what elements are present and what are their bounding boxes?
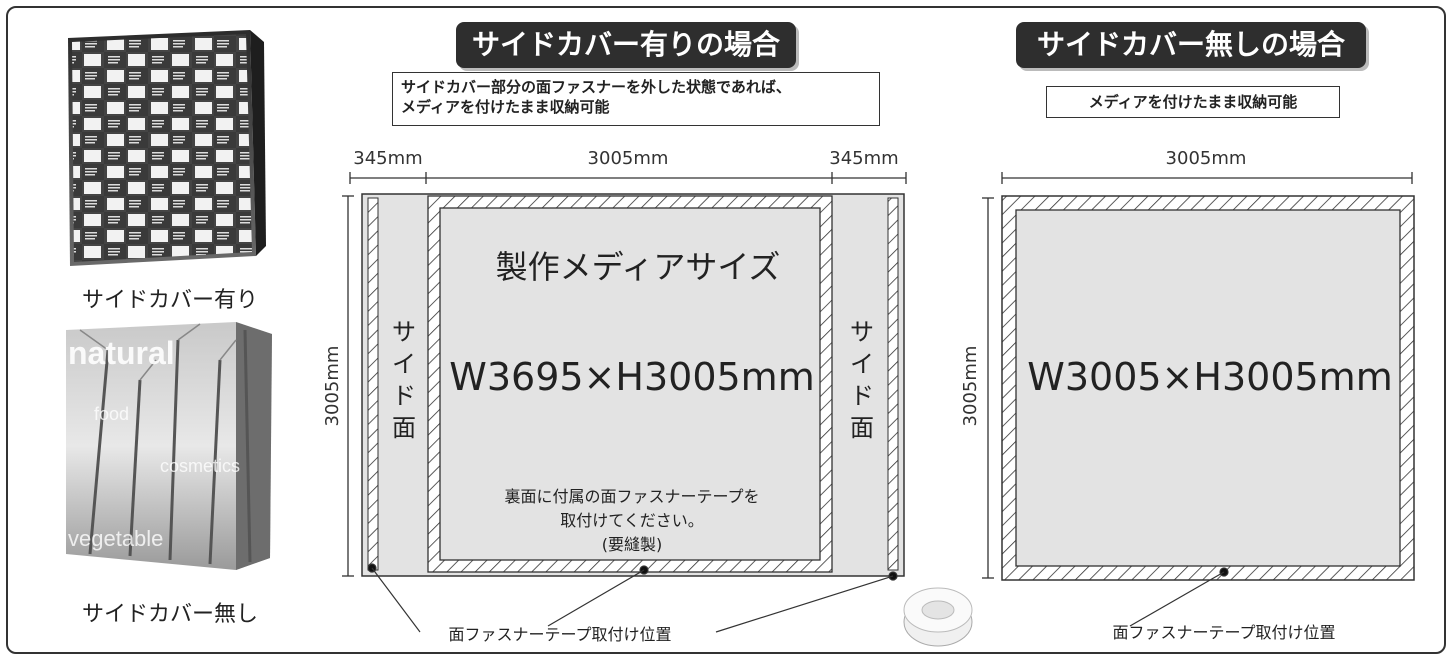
left-side-face-label: サ イ ド 面 (392, 318, 416, 442)
dim-center-3005: 3005mm (588, 148, 669, 169)
svg-text:サ: サ (850, 318, 874, 346)
photo-word-natural: natural (68, 335, 175, 371)
without-cover-caption: サイドカバー無し (81, 602, 258, 627)
right-side-face-label: サ イ ド 面 (850, 318, 874, 442)
with-cover-width-dimension (349, 172, 907, 184)
dim-right-345: 345mm (829, 148, 898, 169)
left-side-velcro-strip (367, 197, 379, 571)
svg-text:面: 面 (392, 414, 416, 442)
dim-width-3005-right: 3005mm (1166, 148, 1247, 169)
back-note-line3: (要縫製) (602, 535, 663, 554)
velcro-roll-icon (903, 587, 973, 647)
photo-word-vegetable: vegetable (68, 526, 163, 551)
svg-text:サ: サ (392, 318, 416, 346)
svg-text:ド: ド (850, 382, 874, 410)
without-cover-title: サイドカバー無しの場合 (1016, 22, 1366, 68)
without-cover-height-dimension (982, 197, 994, 579)
right-side-velcro-strip (887, 197, 899, 571)
with-cover-media-area (439, 207, 821, 561)
dim-height-3005-right: 3005mm (960, 346, 981, 427)
without-cover-note: メディアを付けたまま収納可能 (1046, 86, 1340, 118)
back-note-line1: 裏面に付属の面ファスナーテープを (504, 487, 759, 506)
with-cover-note-line1: サイドカバー部分の面ファスナーを外した状態であれば、 (401, 78, 791, 96)
photo-word-food: food (94, 404, 129, 424)
svg-text:面: 面 (850, 414, 874, 442)
without-cover-leader-lines (1129, 567, 1229, 627)
with-cover-note-line2: メディアを付けたまま収納可能 (401, 98, 610, 116)
dim-left-345: 345mm (353, 148, 422, 169)
svg-text:ド: ド (392, 382, 416, 410)
media-size-heading: 製作メディアサイズ (496, 248, 781, 286)
with-cover-leader-lines (367, 563, 898, 633)
with-cover-title: サイドカバー有りの場合 (456, 22, 796, 68)
without-cover-media-area (1015, 209, 1401, 567)
with-cover-caption: サイドカバー有り (81, 288, 258, 313)
outer-frame (6, 6, 1446, 654)
with-cover-velcro-label: 面ファスナーテープ取付け位置 (448, 625, 671, 644)
without-cover-width-dimension (1001, 172, 1413, 184)
svg-text:イ: イ (850, 350, 874, 378)
without-cover-velcro-label: 面ファスナーテープ取付け位置 (1112, 623, 1335, 642)
forest-panel-thumbnail: natural food cosmetics vegetable (66, 322, 272, 570)
without-cover-media-size: W3005×H3005mm (1027, 355, 1392, 399)
back-note-line2: 取付けてください。 (560, 511, 704, 530)
dim-height-3005-left: 3005mm (322, 346, 343, 427)
esp-panel-thumbnail (68, 30, 266, 266)
photo-word-cosmetics: cosmetics (160, 456, 240, 476)
with-cover-height-dimension (342, 195, 354, 577)
with-cover-note: サイドカバー部分の面ファスナーを外した状態であれば、 メディアを付けたまま収納可… (392, 72, 880, 126)
svg-text:イ: イ (392, 350, 416, 378)
with-cover-media-size: W3695×H3005mm (449, 355, 814, 399)
